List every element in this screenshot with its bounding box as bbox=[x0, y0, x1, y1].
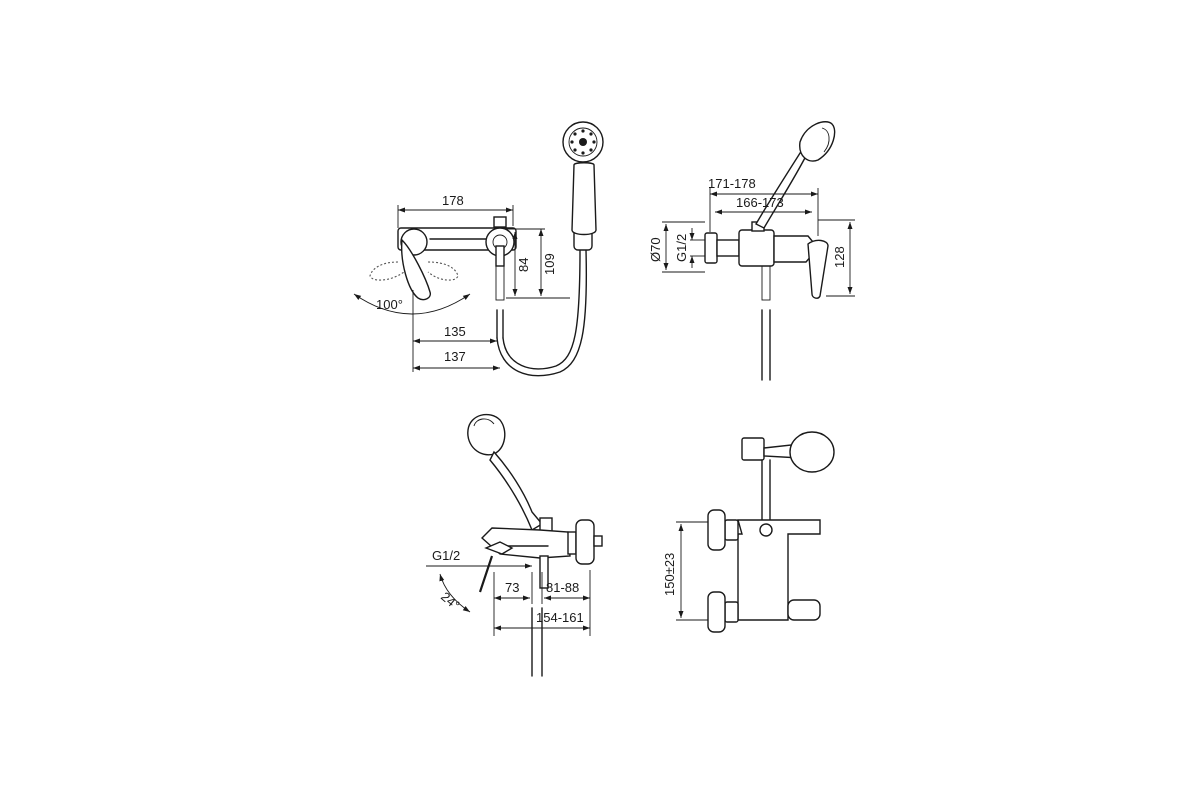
top-view-hose bbox=[496, 249, 588, 377]
side-view-dimensions: 171-178 166-173 Ø70 G1/2 128 bbox=[648, 176, 855, 297]
side-view-lever bbox=[807, 239, 829, 299]
side-view: 171-178 166-173 Ø70 G1/2 128 bbox=[648, 121, 855, 381]
top-view-mixer-body bbox=[397, 216, 517, 301]
front-left-view: G1/2 24° 73 81-88 154-161 bbox=[426, 413, 603, 677]
dim-171-178: 171-178 bbox=[708, 176, 756, 191]
dim-81-88: 81-88 bbox=[546, 580, 579, 595]
angle-24: 24° bbox=[438, 589, 463, 613]
side-view-hand-shower bbox=[755, 121, 836, 229]
side-view-hose bbox=[761, 309, 771, 381]
dim-thread-g12: G1/2 bbox=[674, 234, 689, 262]
front-right-view: 150±23 bbox=[662, 431, 835, 633]
top-view-angle: 100° bbox=[353, 293, 471, 315]
dim-73: 73 bbox=[505, 580, 519, 595]
dim-166-173: 166-173 bbox=[736, 195, 784, 210]
front-right-dimensions: 150±23 bbox=[662, 521, 708, 621]
angle-label: 100° bbox=[376, 297, 403, 312]
front-left-body bbox=[478, 517, 603, 593]
dim-154-161: 154-161 bbox=[536, 610, 584, 625]
top-view-dimensions: 178 84 109 135 137 bbox=[397, 193, 570, 372]
dim-135: 135 bbox=[444, 324, 466, 339]
dim-84: 84 bbox=[516, 258, 531, 272]
top-view: 100° 178 bbox=[353, 121, 604, 377]
front-right-body bbox=[707, 459, 821, 633]
front-left-dimensions: G1/2 24° 73 81-88 154-161 bbox=[426, 548, 591, 636]
dim-128: 128 bbox=[832, 246, 847, 268]
dim-109: 109 bbox=[542, 253, 557, 275]
top-view-hand-shower bbox=[562, 121, 604, 251]
dim-150-23: 150±23 bbox=[662, 553, 677, 596]
front-left-hand-shower bbox=[467, 413, 544, 532]
shower-nozzles bbox=[570, 129, 596, 155]
front-right-hand-shower bbox=[741, 431, 835, 473]
side-view-body bbox=[704, 221, 819, 301]
dim-thread-g12-front: G1/2 bbox=[432, 548, 460, 563]
dim-diameter-70: Ø70 bbox=[648, 237, 663, 262]
dim-137: 137 bbox=[444, 349, 466, 364]
front-left-hose bbox=[531, 607, 543, 677]
dim-178: 178 bbox=[442, 193, 464, 208]
